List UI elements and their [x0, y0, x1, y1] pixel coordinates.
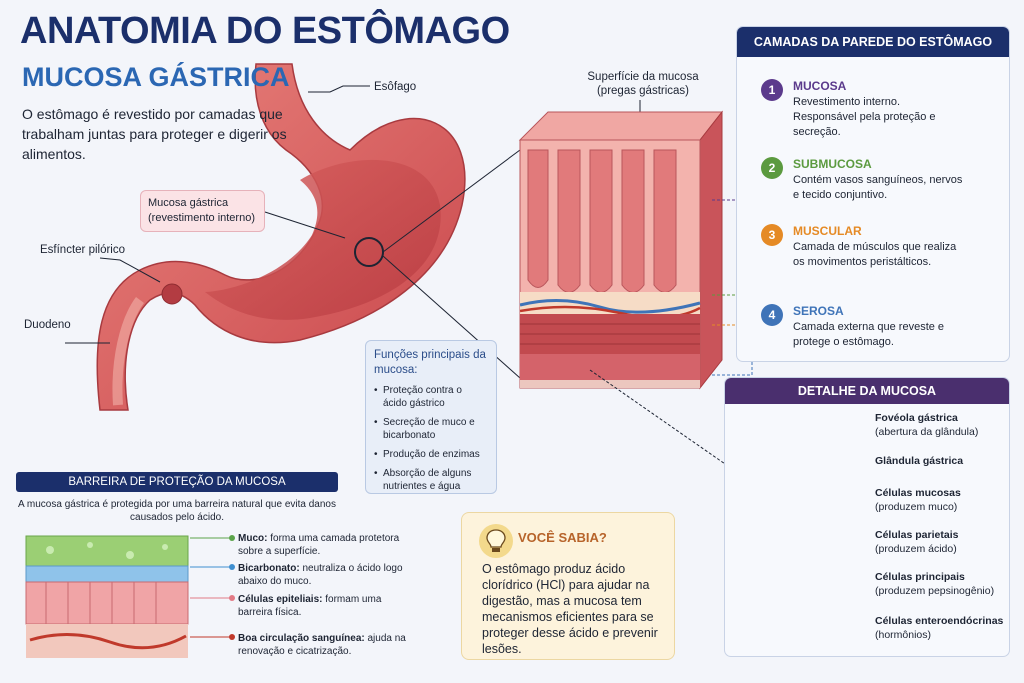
intro-text: O estômago é revestido por camadas que t… — [22, 106, 287, 162]
layer-number-badge: 3 — [761, 224, 783, 246]
functions-heading: Funções principais da mucosa: — [374, 349, 486, 376]
layer-description: Revestimento interno. Responsável pela p… — [793, 96, 936, 138]
page-title: ANATOMIA DO ESTÔMAGO — [20, 10, 510, 52]
detail-label-name: Células enteroendócrinas — [875, 615, 1004, 627]
mucosa-label-title: Mucosa gástrica — [148, 197, 229, 209]
layer-description: Camada de músculos que realiza os movime… — [793, 241, 957, 268]
barrier-item-celulas: Células epiteliais: formam uma barreira … — [238, 593, 408, 619]
detail-label-name: Células principais — [875, 571, 965, 583]
layer-number-badge: 4 — [761, 304, 783, 326]
detail-label-glandula: Glândula gástrica — [875, 454, 963, 468]
barrier-panel: BARREIRA DE PROTEÇÃO DA MUCOSA A mucosa … — [16, 472, 406, 662]
layer-number-badge: 2 — [761, 157, 783, 179]
label-duodeno: Duodeno — [24, 319, 71, 331]
layer-name: MUSCULAR — [793, 224, 862, 238]
detail-label-foveola: Fovéola gástrica (abertura da glândula) — [875, 411, 978, 439]
function-item: Produção de enzimas — [374, 448, 488, 461]
detail-label-desc: (abertura da glândula) — [875, 426, 979, 438]
function-item: Proteção contra o ácido gástrico — [374, 384, 488, 410]
barrier-item-name: Células epiteliais: — [238, 594, 323, 605]
layer-name: MUCOSA — [793, 79, 847, 93]
barrier-item-circulacao: Boa circulação sanguínea: ajuda na renov… — [238, 632, 408, 658]
barrier-item-bicarbonato: Bicarbonato: neutraliza o ácido logo aba… — [238, 562, 408, 588]
barrier-item-desc: formam uma barreira física. — [238, 594, 382, 618]
mucosa-label-sub: (revestimento interno) — [148, 212, 255, 224]
stomach-leader-lines — [65, 85, 641, 379]
detail-label-name: Células mucosas — [875, 487, 961, 499]
did-you-know-text: O estômago produz ácido clorídrico (HCl)… — [482, 562, 658, 656]
label-esofago: Esôfago — [374, 81, 417, 93]
pyloric-sphincter-illustration — [161, 283, 183, 305]
barrier-item-desc: ajuda na renovação e cicatrização. — [238, 633, 406, 657]
detail-label-mucosas: Células mucosas (produzem muco) — [875, 486, 961, 514]
barrier-item-name: Bicarbonato: — [238, 563, 300, 574]
layer-name: SUBMUCOSA — [793, 157, 872, 171]
barrier-leader-lines — [190, 537, 234, 638]
detail-panel-heading: DETALHE DA MUCOSA — [725, 378, 1009, 404]
function-item: Absorção de alguns nutrientes e água — [374, 467, 488, 493]
functions-box: Funções principais da mucosa: Proteção c… — [365, 340, 497, 494]
detail-label-principais: Células principais (produzem pepsinogêni… — [875, 570, 994, 598]
functions-list: Proteção contra o ácido gástrico Secreçã… — [374, 384, 488, 493]
page-subtitle: MUCOSA GÁSTRICA — [22, 62, 290, 92]
detail-label-desc: (produzem pepsinogênio) — [875, 585, 995, 597]
barrier-item-desc: neutraliza o ácido logo abaixo do muco. — [238, 563, 403, 587]
layer-description: Camada externa que reveste e protege o e… — [793, 321, 945, 348]
mucosa-detail-panel: DETALHE DA MUCOSA Fovéola gástrica (aber… — [724, 377, 1010, 657]
mucosa-label-box: Mucosa gástrica (revestimento interno) — [140, 190, 265, 232]
layer-name: SEROSA — [793, 304, 844, 318]
barrier-illustration — [25, 535, 189, 658]
layer-description: Contém vasos sanguíneos, nervos e tecido… — [793, 174, 963, 201]
did-you-know-heading: VOCÊ SABIA? — [518, 530, 607, 545]
barrier-item-desc: forma uma camada protetora sobre a super… — [238, 533, 400, 557]
lightbulb-icon — [479, 524, 513, 558]
duodenum-illustration — [112, 297, 145, 406]
detail-label-enteroendocrinas: Células enteroendócrinas (hormônios) — [875, 614, 1003, 642]
detail-label-desc: (produzem ácido) — [875, 543, 957, 555]
barrier-item-muco: Muco: forma uma camada protetora sobre a… — [238, 532, 408, 558]
layer-number-badge: 1 — [761, 79, 783, 101]
detail-label-parietais: Células parietais (produzem ácido) — [875, 528, 958, 556]
detail-label-desc: (hormônios) — [875, 629, 932, 641]
did-you-know-box: VOCÊ SABIA? O estômago produz ácido clor… — [461, 512, 675, 660]
surface-label-title: Superfície da mucosa — [587, 71, 699, 83]
surface-label: Superfície da mucosa (pregas gástricas) — [578, 70, 708, 98]
surface-label-sub: (pregas gástricas) — [596, 85, 690, 97]
stomach-illustration — [96, 63, 466, 411]
barrier-heading: BARREIRA DE PROTEÇÃO DA MUCOSA — [16, 472, 338, 492]
layers-panel: CAMADAS DA PAREDE DO ESTÔMAGO 1 MUCOSA R… — [736, 26, 1010, 362]
detail-label-desc: (produzem muco) — [875, 501, 958, 513]
barrier-item-name: Boa circulação sanguínea: — [238, 633, 365, 644]
detail-label-name: Glândula gástrica — [875, 455, 964, 467]
tissue-block-illustration — [518, 110, 724, 390]
detail-label-name: Células parietais — [875, 529, 959, 541]
stomach-inner-mucosa — [205, 159, 441, 320]
detail-label-name: Fovéola gástrica — [875, 412, 958, 424]
barrier-item-name: Muco: — [238, 533, 268, 544]
layers-panel-heading: CAMADAS DA PAREDE DO ESTÔMAGO — [737, 27, 1009, 57]
label-esfincter: Esfíncter pilórico — [40, 244, 126, 256]
barrier-intro: A mucosa gástrica é protegida por uma ba… — [18, 499, 336, 523]
barrier-dots — [229, 535, 235, 640]
function-item: Secreção de muco e bicarbonato — [374, 416, 488, 442]
